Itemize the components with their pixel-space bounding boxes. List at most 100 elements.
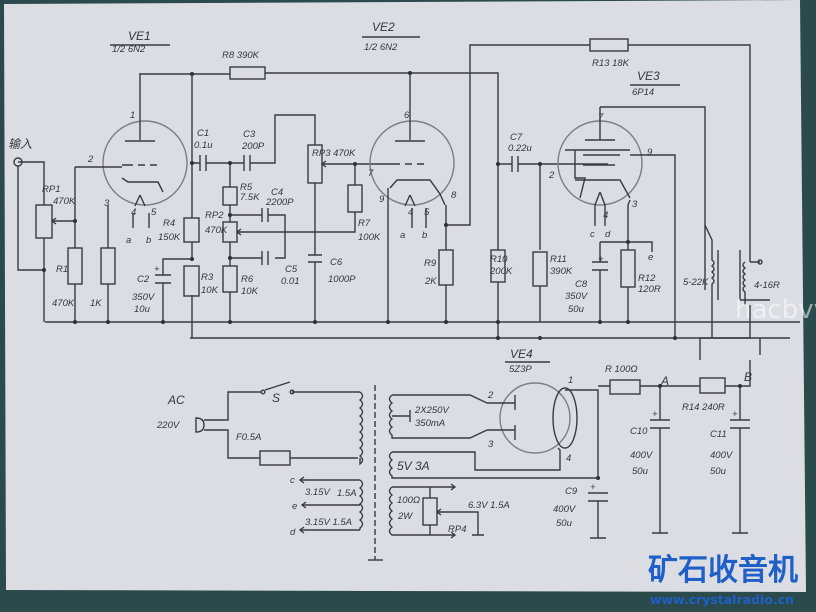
plug-icon [195, 417, 205, 433]
heater-top-voltage: 3.15V [305, 487, 331, 498]
c6-name: C6 [330, 257, 343, 268]
r4-value: 150K [158, 232, 181, 243]
ot-secondary-label: 4-16R [754, 280, 780, 291]
r3-resistor [183, 265, 200, 297]
fuse [259, 450, 291, 466]
c11-value: 50u [710, 466, 727, 477]
r11-value: 390K [550, 266, 573, 277]
node-a-label: A [660, 374, 669, 388]
output-transformer: 5-22K 4-16R hacbvv.net [683, 224, 816, 360]
rp2-name: RP2 [205, 210, 224, 221]
pin-label: 7 [598, 112, 604, 123]
c9-value: 50u [556, 518, 573, 529]
tube-ve3: VE3 6P14 7 9 2 3 4 c d e + C8 350V 50u R… [548, 69, 706, 338]
tube-envelope [499, 382, 571, 454]
rp4-power: 2W [397, 511, 413, 522]
r1-name: R1 [56, 264, 68, 275]
tube-type: 1/2 6N2 [364, 42, 398, 53]
pin-label: c [590, 229, 595, 240]
pin-label: 1 [130, 110, 135, 121]
power-transformer: AC 220V S F0.5A 2X250V 350mA 5V 3A c e d… [156, 381, 598, 561]
ac-label: AC [167, 393, 185, 407]
r10-name: R10 [490, 254, 508, 265]
r13-label: R13 18K [592, 58, 630, 69]
r7-value: 100K [358, 232, 381, 243]
r1-value: 470K [52, 298, 75, 309]
c10-voltage: 400V [630, 450, 654, 461]
c2-value: 10u [134, 304, 151, 315]
c9-plus: + [590, 482, 596, 493]
c4-value: 2200P [265, 197, 294, 208]
tube-label: VE2 [372, 20, 395, 34]
r2-resistor [100, 247, 116, 285]
pin-label: 2 [87, 154, 94, 165]
site-watermark: 矿石收音机 www.crystalradio.cn [648, 553, 798, 607]
pin-label: 3 [104, 198, 110, 209]
r10-value: 200K [489, 266, 513, 277]
forum-watermark: hacbvv.net [735, 295, 816, 325]
rect-winding-label: 5V 3A [397, 459, 430, 473]
rp4-pot [422, 497, 438, 526]
pin-label: d [605, 229, 611, 240]
r4-resistor [183, 217, 200, 243]
heater-d-label: d [290, 527, 296, 538]
switch-label: S [272, 391, 280, 405]
pin-label: b [146, 235, 151, 246]
r5-resistor [222, 186, 238, 206]
paper-sheet [4, 0, 806, 592]
r10-resistor [490, 249, 506, 283]
pin-label: 4 [408, 207, 413, 218]
r6-name: R6 [241, 274, 254, 285]
c7-value: 0.22u [508, 143, 532, 154]
c8-value: 50u [568, 304, 585, 315]
rp1-value: 470K [53, 196, 76, 207]
pin-label: 9 [647, 147, 653, 158]
r-filter-label: R 100Ω [605, 364, 638, 375]
pin-label: 1 [568, 375, 573, 386]
switch-icon[interactable] [260, 389, 266, 395]
pin-label: 3 [632, 199, 638, 210]
pin-label: 9 [379, 194, 385, 205]
tube-label: VE1 [128, 29, 151, 43]
heater-top-current: 1.5A [337, 488, 357, 499]
hv-voltage: 2X250V [414, 405, 450, 416]
tube-ve1: VE1 1/2 6N2 1 2 3 4 5 a b [87, 29, 188, 246]
c3-name: C3 [243, 129, 256, 140]
pin-label: 6 [404, 110, 410, 121]
pin-label: b [422, 230, 427, 241]
ot-primary-label: 5-22K [683, 277, 709, 288]
tube-type: 5Z3P [509, 364, 532, 375]
c9-voltage: 400V [553, 504, 577, 515]
r3-name: R3 [201, 272, 214, 283]
heater-63-label: 6.3V 1.5A [468, 500, 510, 511]
c11-voltage: 400V [710, 450, 734, 461]
r8-resistor [229, 66, 266, 80]
r9-value: 2K [424, 276, 437, 287]
c5-name: C5 [285, 264, 298, 275]
r8-label: R8 390K [222, 50, 260, 61]
r12-resistor [620, 249, 636, 288]
pin-label: 4 [566, 453, 571, 464]
heater-c-label: c [290, 475, 295, 486]
c8-voltage: 350V [565, 291, 589, 302]
r5-name: R5 [240, 182, 253, 193]
pin-label: 5 [424, 207, 430, 218]
input-label: 输入 [8, 137, 32, 151]
tube-type: 6P14 [632, 87, 654, 98]
r-filter-resistor [609, 379, 641, 395]
c8-name: C8 [575, 279, 588, 290]
tube-label: VE4 [510, 347, 533, 361]
r6-resistor [222, 265, 238, 293]
heater-bottom-label: 3.15V 1.5A [305, 517, 352, 528]
site-logo: 矿石收音机 [648, 553, 798, 588]
r5-value: 7.5K [240, 192, 260, 203]
r11-name: R11 [550, 254, 567, 265]
c2-plus: + [154, 264, 160, 275]
r9-resistor [438, 249, 454, 286]
c8-plus: + [598, 254, 604, 265]
fuse-label: F0.5A [236, 432, 261, 443]
node-b-label: B [744, 370, 752, 384]
c9-name: C9 [565, 486, 578, 497]
r9-name: R9 [424, 258, 437, 269]
